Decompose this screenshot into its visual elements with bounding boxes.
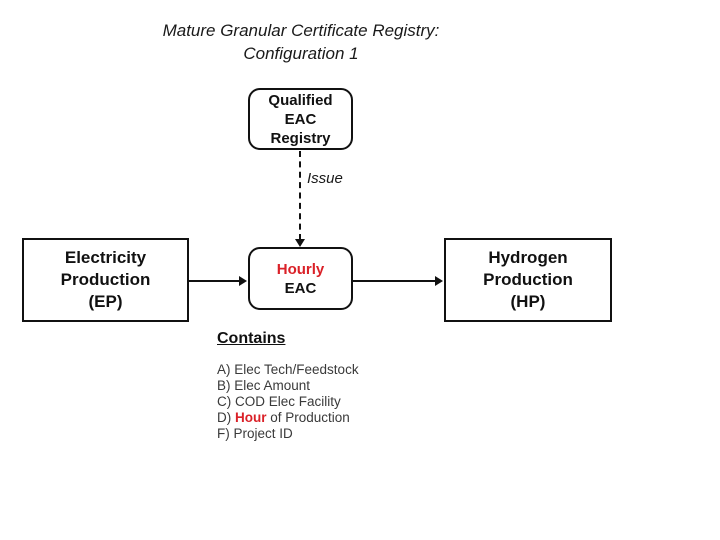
list-item-d-rest: of Production <box>266 410 350 425</box>
list-item-b: B) Elec Amount <box>217 378 311 393</box>
eac-label: EAC <box>284 279 317 297</box>
ep-to-eac-arrow-line <box>189 280 239 282</box>
node-hydrogen-production-label: Hydrogen Production (HP) <box>483 248 573 311</box>
issue-edge-label: Issue <box>307 170 343 187</box>
hour-highlight: Hour <box>235 410 267 425</box>
node-hydrogen-production: Hydrogen Production (HP) <box>444 238 612 322</box>
node-electricity-production: Electricity Production (EP) <box>22 238 189 322</box>
contains-list: A) Elec Tech/Feedstock B) Elec Amount C)… <box>217 362 359 442</box>
page-title: Mature Granular Certificate Registry: Co… <box>162 21 440 63</box>
list-item-f: F) Project ID <box>217 426 293 441</box>
list-item-d-prefix: D) <box>217 410 235 425</box>
contains-heading: Contains <box>217 330 286 347</box>
node-qualified-eac-registry-label: Qualified EAC Registry <box>268 91 333 147</box>
eac-to-hp-arrowhead-icon <box>435 276 443 286</box>
node-hourly-eac: Hourly EAC <box>248 247 353 310</box>
list-item-d: D) Hour of Production <box>217 410 359 426</box>
list-item-c: C) COD Elec Facility <box>217 394 341 409</box>
issue-arrowhead-icon <box>295 239 305 247</box>
node-electricity-production-label: Electricity Production (EP) <box>60 248 151 311</box>
eac-to-hp-arrow-line <box>353 280 435 282</box>
hourly-label: Hourly <box>276 260 325 278</box>
node-qualified-eac-registry: Qualified EAC Registry <box>248 88 353 150</box>
issue-arrow-dashed-line <box>299 151 301 240</box>
ep-to-eac-arrowhead-icon <box>239 276 247 286</box>
list-item-a: A) Elec Tech/Feedstock <box>217 362 359 377</box>
